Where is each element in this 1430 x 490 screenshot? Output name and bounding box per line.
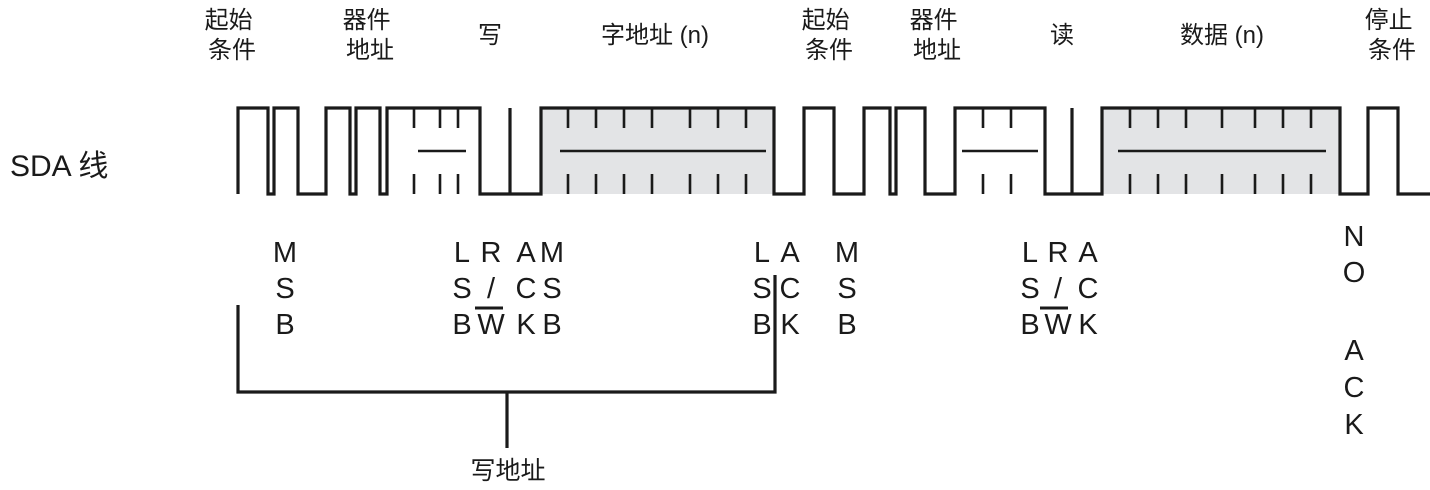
- bit-label-char: O: [1343, 257, 1366, 289]
- bit-label-char: S: [275, 273, 294, 305]
- bit-label-char: S: [452, 273, 471, 305]
- bit-label-char: W: [1044, 309, 1072, 341]
- bit-label-char: W: [477, 309, 505, 341]
- header-device-address-1: 器件 地址: [343, 7, 398, 64]
- bit-label-char: L: [1022, 237, 1038, 269]
- bit-label-char: M: [273, 237, 297, 269]
- header-word-address: 字地址 (n): [601, 22, 709, 49]
- sda-line-label: SDA 线: [10, 150, 108, 183]
- bit-label-char: /: [487, 273, 496, 305]
- bit-label-char: B: [752, 309, 771, 341]
- bit-label-char: B: [452, 309, 471, 341]
- header-device-address-2: 器件 地址: [910, 7, 965, 64]
- bit-label-char: C: [1344, 372, 1365, 404]
- write-address-bracket: [236, 275, 777, 448]
- bit-label-char: A: [1344, 335, 1364, 367]
- bit-label-rw2: R / W: [1044, 237, 1072, 341]
- bit-label-char: K: [1344, 409, 1364, 441]
- bit-label-char: K: [1078, 309, 1098, 341]
- bit-label-char: M: [835, 237, 859, 269]
- header-data: 数据 (n): [1180, 22, 1264, 49]
- bit-label-char: B: [275, 309, 294, 341]
- write-address-label: 写地址: [470, 457, 545, 485]
- header-start-1: 起始 条件: [205, 7, 260, 64]
- bit-label-char: B: [542, 309, 561, 341]
- bit-label-char: C: [516, 273, 537, 305]
- bit-label-char: K: [516, 309, 536, 341]
- bit-label-char: A: [516, 237, 536, 269]
- bit-label-char: R: [481, 237, 502, 269]
- header-write: 写: [478, 22, 502, 49]
- bit-label-char: K: [780, 309, 800, 341]
- bit-label-char: A: [780, 237, 800, 269]
- bit-label-char: C: [780, 273, 801, 305]
- bit-label-char: /: [1054, 273, 1063, 305]
- bit-label-char: N: [1344, 221, 1365, 253]
- header-start-2: 起始 条件: [802, 7, 857, 64]
- waveform-outline: [236, 106, 1430, 196]
- bit-label-char: B: [1020, 309, 1039, 341]
- bit-label-rw1: R / W: [477, 237, 505, 341]
- bit-label-char: S: [837, 273, 856, 305]
- bit-label-char: S: [542, 273, 561, 305]
- waveform-bit-ticks: [412, 108, 1326, 194]
- bit-label-char: S: [752, 273, 771, 305]
- sda-waveform: [236, 106, 1430, 196]
- bit-label-char: A: [1078, 237, 1098, 269]
- header-read: 读: [1050, 22, 1074, 49]
- bit-label-char: S: [1020, 273, 1039, 305]
- header-stop: 停止 条件: [1365, 7, 1420, 64]
- bit-label-char: B: [837, 309, 856, 341]
- bit-label-char: L: [754, 237, 770, 269]
- bit-label-char: C: [1078, 273, 1099, 305]
- bit-label-char: R: [1048, 237, 1069, 269]
- bit-label-char: M: [540, 237, 564, 269]
- bit-label-char: L: [454, 237, 470, 269]
